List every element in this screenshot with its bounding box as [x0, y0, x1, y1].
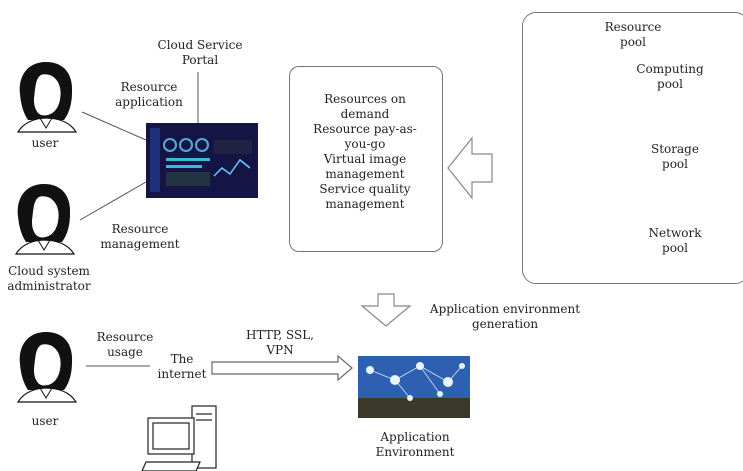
label-application-environment: Application Environment	[375, 430, 455, 459]
label-resource-pool: Resource pool	[604, 20, 662, 49]
label-protocols: HTTP, SSL, VPN	[246, 328, 314, 357]
label-resource-usage: Resource usage	[96, 330, 154, 359]
label-storage-pool: Storage pool	[651, 142, 699, 171]
label-computing-pool: Computing pool	[636, 62, 704, 91]
connector-lines	[79, 72, 199, 367]
label-portal: Cloud Service Portal	[157, 38, 243, 67]
hollow-arrow-left	[447, 136, 493, 200]
person-icon-admin	[15, 183, 75, 255]
services-box-text: Resources on demand Resource pay-as- you…	[313, 92, 417, 211]
label-app-env-generation: Application environment generation	[429, 302, 581, 331]
label-resource-application: Resource application	[115, 80, 183, 109]
desktop-computer-icon	[141, 405, 217, 471]
person-icon-user-bottom	[17, 331, 77, 403]
label-user-top: user	[31, 136, 59, 150]
label-admin: Cloud system administrator	[7, 264, 91, 293]
label-user-bottom: user	[31, 414, 59, 428]
label-the-internet: The internet	[157, 352, 207, 381]
portal-screen-icon	[146, 123, 258, 198]
hollow-arrow-down	[360, 293, 412, 327]
person-icon-user-top	[17, 61, 77, 133]
services-box	[289, 66, 443, 252]
hollow-arrow-right	[211, 354, 353, 382]
label-resource-management: Resource management	[100, 222, 180, 251]
resource-pool-box	[522, 12, 743, 284]
application-environment-image	[358, 356, 470, 418]
label-network-pool: Network pool	[648, 226, 702, 255]
